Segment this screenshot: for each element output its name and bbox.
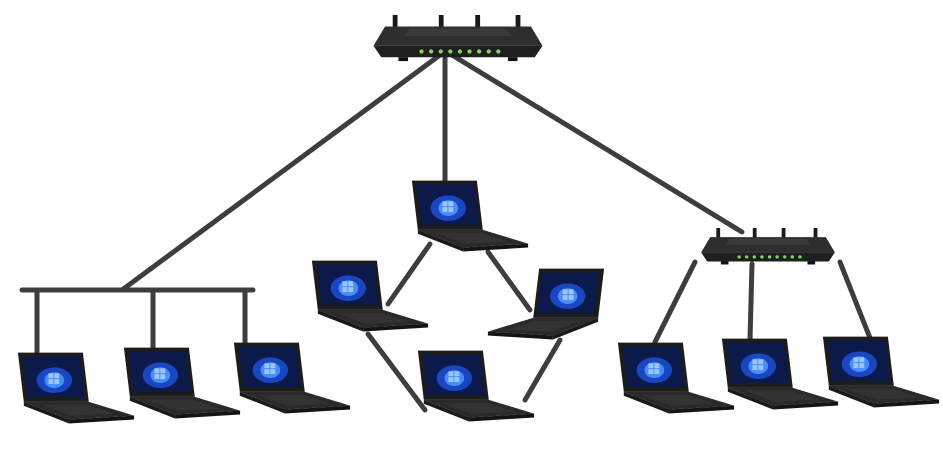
star-link-1 xyxy=(652,259,698,345)
ring-link-top-left xyxy=(385,241,433,307)
laptop-icon xyxy=(721,338,839,410)
ring-link-left-bottom xyxy=(365,331,428,413)
link-main-to-bus xyxy=(119,52,443,293)
star-link-3 xyxy=(837,259,873,341)
laptop-icon xyxy=(411,180,529,252)
bus-group xyxy=(17,342,351,424)
star-group xyxy=(617,336,940,414)
router-icon xyxy=(701,228,835,265)
laptop-icon xyxy=(617,342,735,414)
router-icon xyxy=(373,15,543,62)
laptop-icon xyxy=(822,336,940,408)
ring-link-right-bottom xyxy=(522,337,563,403)
link-main-to-star-router xyxy=(449,52,745,235)
laptop-icon xyxy=(233,342,351,414)
laptop-icon xyxy=(17,352,135,424)
laptop-icon xyxy=(123,347,241,419)
links xyxy=(19,52,873,413)
ring-group xyxy=(311,180,605,422)
laptop-icon xyxy=(417,350,535,422)
ring-link-top-right xyxy=(485,249,533,313)
star-link-2 xyxy=(747,261,755,343)
